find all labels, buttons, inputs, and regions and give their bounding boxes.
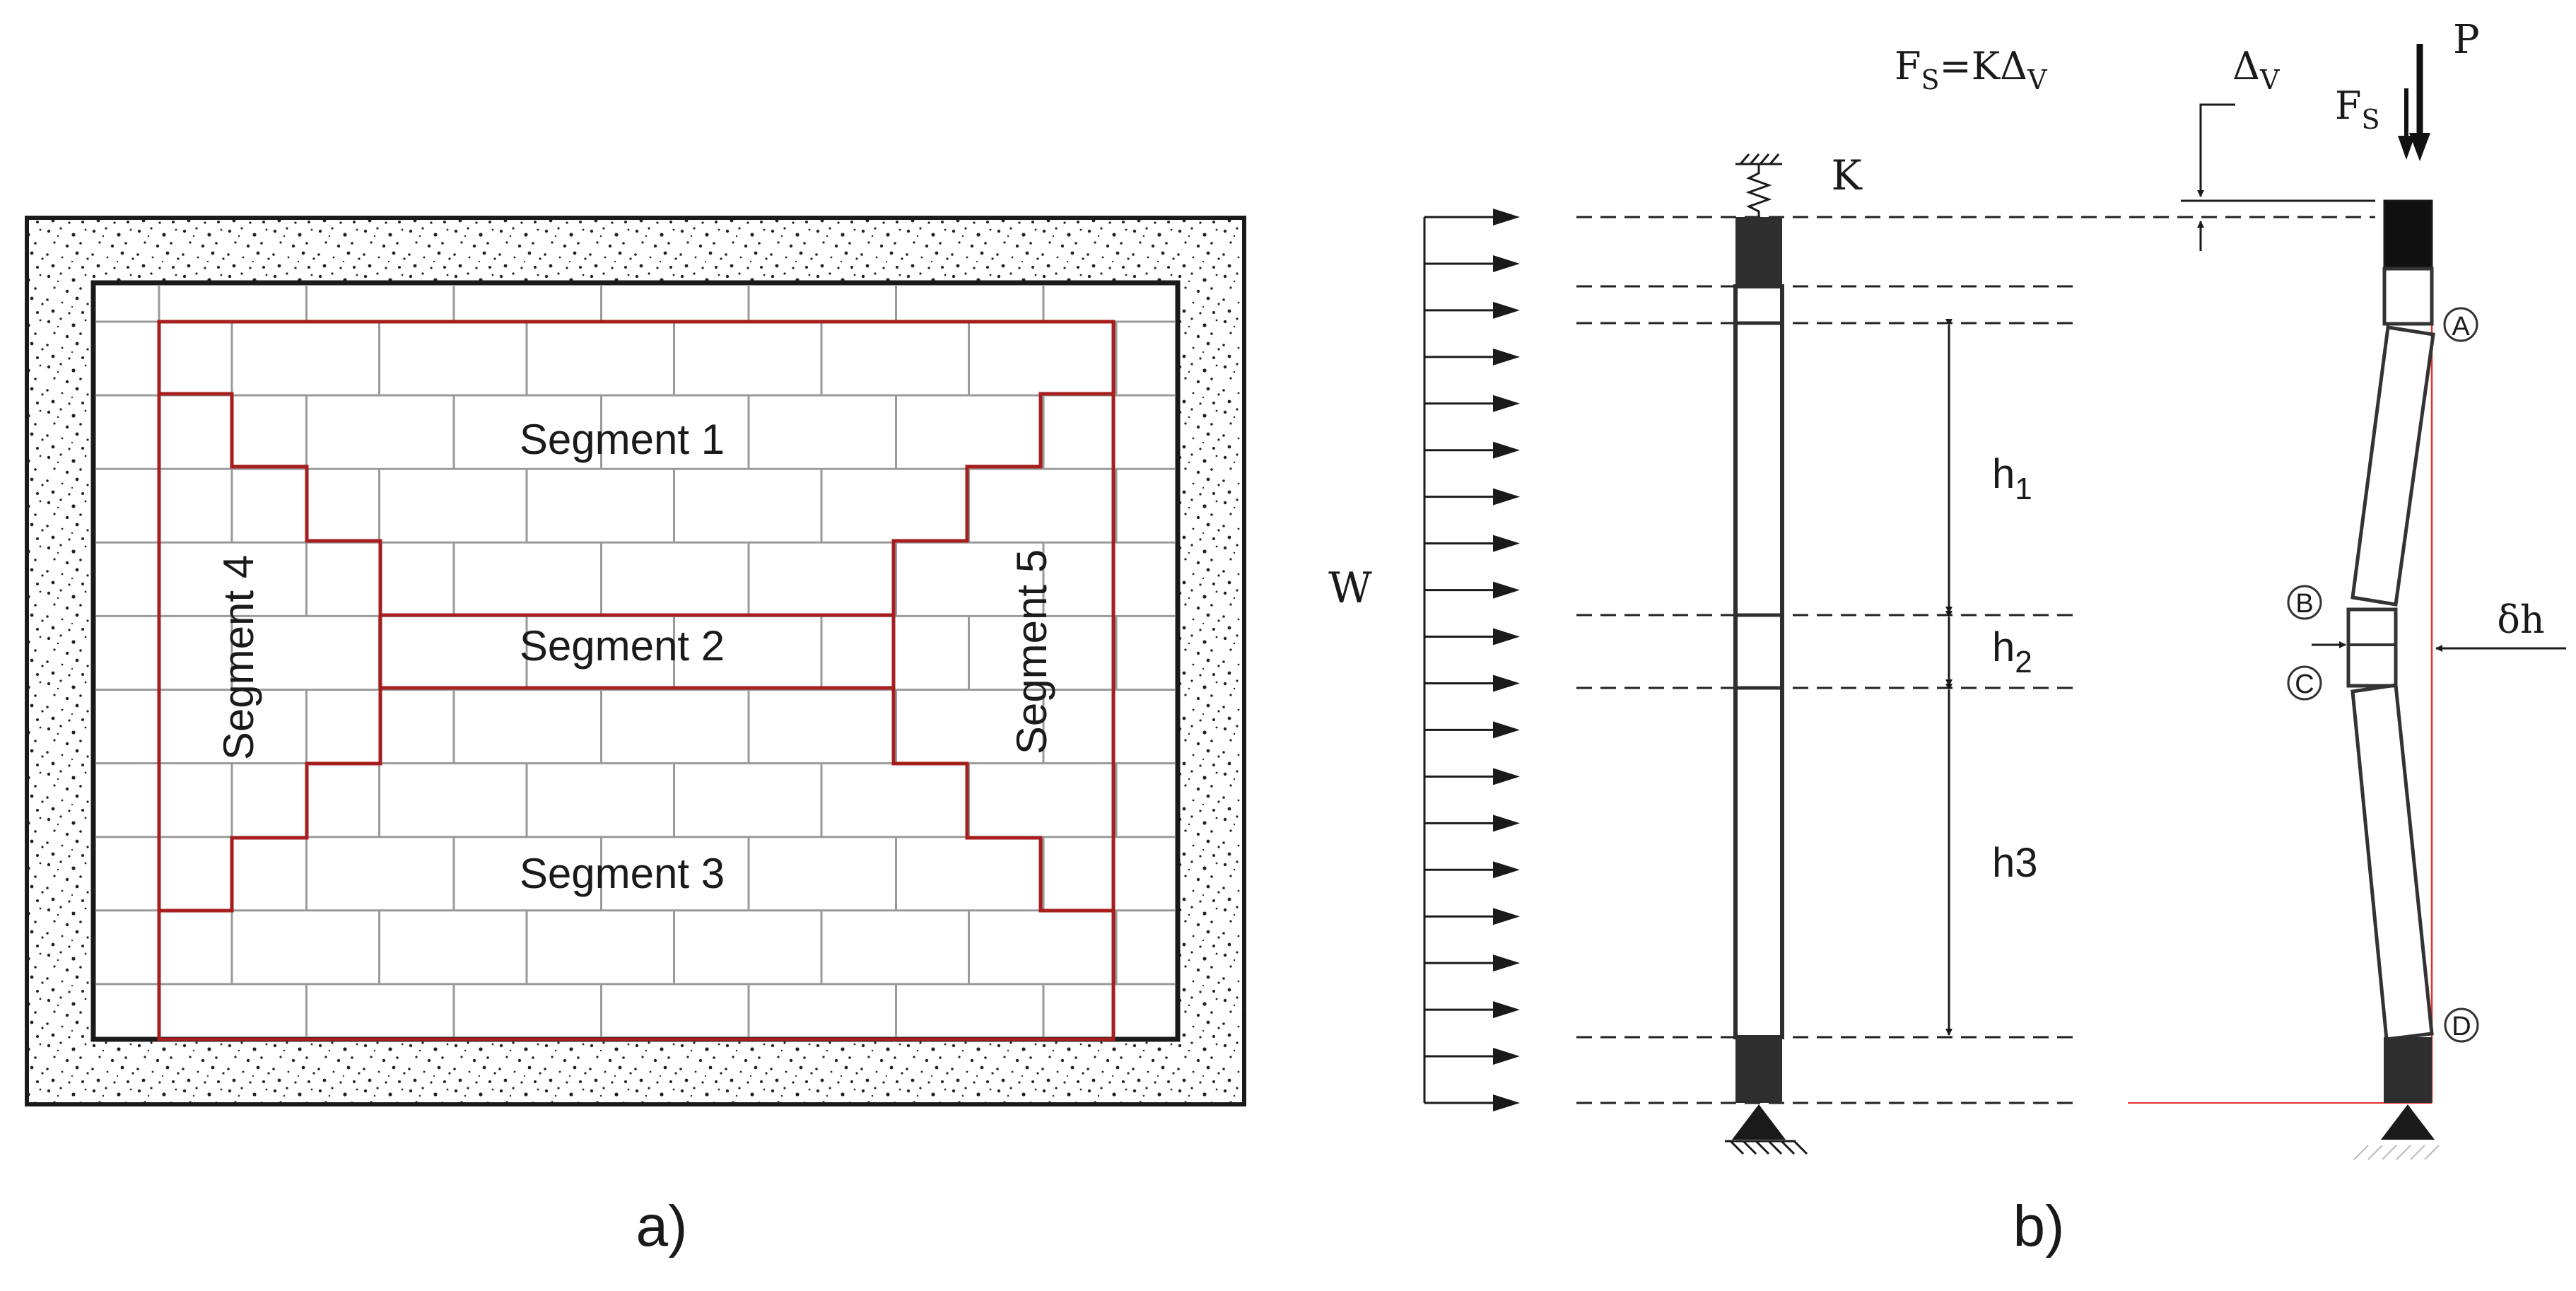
caption-b: b) — [2013, 1194, 2065, 1258]
spring-force-formula: FS=KΔV — [1895, 44, 2047, 95]
load-arrow-head — [1493, 395, 1520, 412]
load-p: P — [2409, 17, 2480, 161]
svg-text:FS: FS — [2335, 83, 2380, 135]
top-block — [1735, 217, 1782, 286]
level-lines — [1576, 216, 2375, 1104]
segment-4-outline — [159, 392, 382, 913]
segment-labels: Segment 1 Segment 2 Segment 3 Segment 4 … — [215, 416, 1055, 897]
point-c: C — [2287, 665, 2322, 701]
caption-a: a) — [636, 1194, 688, 1258]
load-arrow-head — [1493, 348, 1520, 366]
segment-5-label: Segment 5 — [1008, 549, 1055, 754]
h3-label: h3 — [1992, 840, 2038, 886]
load-arrow-head — [1493, 581, 1520, 599]
svg-text:ΔV: ΔV — [2232, 44, 2280, 95]
panel-b: W — [1328, 17, 2566, 1258]
load-arrow-head — [1493, 209, 1520, 226]
h1-label: h1 — [1992, 451, 2032, 506]
h2-label: h2 — [1992, 624, 2032, 679]
concrete-frame — [25, 216, 1246, 1106]
deformed-bottom-block — [2384, 1037, 2432, 1103]
spring-label-k: K — [1831, 151, 1863, 199]
load-arrow-head — [1493, 255, 1520, 272]
load-arrow-head — [1493, 908, 1520, 925]
load-arrow-head — [1493, 768, 1520, 785]
load-arrow-head — [1493, 814, 1520, 832]
middle-segment — [2346, 607, 2398, 688]
pin-support — [1725, 1104, 1808, 1155]
segment-3-label: Segment 3 — [520, 850, 725, 897]
load-arrow-head — [1493, 861, 1520, 879]
segment-5-outline — [891, 392, 1113, 913]
load-arrow-head — [1493, 1048, 1520, 1065]
load-arrow-head — [1493, 721, 1520, 739]
point-d: D — [2444, 1007, 2479, 1043]
load-arrow-head — [1493, 1094, 1520, 1111]
upper-segment — [2350, 325, 2435, 607]
force-fs: FS — [2335, 83, 2415, 160]
segment-4-label: Segment 4 — [215, 555, 262, 760]
svg-text:B: B — [2295, 589, 2313, 619]
horizontal-displacement: δh — [2312, 597, 2566, 652]
panel-a: Segment 1 Segment 2 Segment 3 Segment 4 … — [25, 216, 1246, 1258]
load-arrows — [1424, 209, 1520, 1111]
svg-text:δh: δh — [2497, 597, 2544, 642]
load-arrow-head — [1493, 954, 1520, 972]
vertical-displacement: ΔV — [2181, 44, 2375, 251]
load-arrow-head — [1493, 301, 1520, 319]
segment-outlines — [157, 320, 1116, 1041]
load-arrow-head — [1493, 674, 1520, 692]
svg-text:A: A — [2452, 312, 2470, 341]
segment-1-label: Segment 1 — [520, 416, 725, 463]
segment-2-label: Segment 2 — [520, 622, 725, 670]
deformed-pin-support — [2353, 1104, 2440, 1160]
point-a: A — [2443, 307, 2478, 342]
point-b: B — [2287, 585, 2322, 620]
load-arrow-head — [1493, 441, 1520, 459]
segment-2-outline — [380, 613, 894, 690]
deformed-column: A B C D P FS — [2128, 17, 2566, 1160]
svg-text:C: C — [2295, 670, 2314, 699]
bottom-block — [1735, 1037, 1782, 1103]
load-label-w: W — [1328, 563, 1372, 613]
load-arrow-head — [1493, 534, 1520, 552]
undeformed-column: K — [1725, 151, 1863, 1155]
spring-k — [1735, 153, 1782, 217]
load-arrow-head — [1493, 1001, 1520, 1019]
svg-text:D: D — [2452, 1012, 2471, 1041]
lower-segment — [2350, 683, 2434, 1041]
load-arrow-head — [1493, 488, 1520, 506]
deformed-top-block — [2383, 199, 2433, 270]
wall-outline — [157, 320, 1116, 1041]
load-arrow-head — [1493, 628, 1520, 646]
deformed-top-gap — [2382, 267, 2434, 326]
svg-text:P: P — [2453, 17, 2480, 63]
distributed-load: W — [1328, 209, 1520, 1111]
dimensions: h1 h2 h3 — [1945, 319, 2038, 1036]
column-body — [1733, 284, 1784, 1039]
